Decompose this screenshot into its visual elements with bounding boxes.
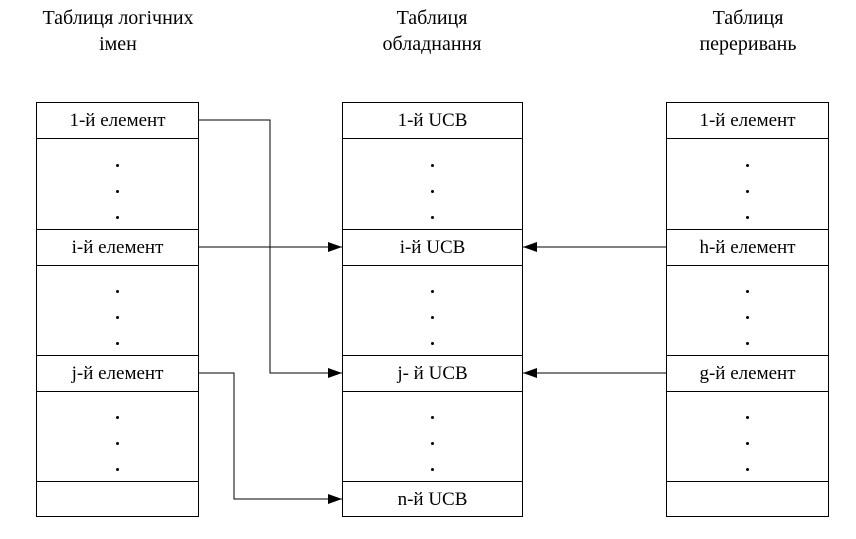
ucb-row-i: i-й UCB [343, 230, 522, 266]
interrupts-gap-1 [667, 139, 828, 230]
arrow-logical-j-to-ucb-n [199, 372, 342, 504]
hardware-gap-3 [343, 392, 522, 482]
interrupts-gap-3 [667, 392, 828, 482]
title-logical-line1: Таблиця логічних [42, 7, 194, 29]
logical-row-i: i-й елемент [37, 230, 198, 266]
ellipsis-dots [667, 416, 828, 494]
ellipsis-dots [343, 164, 522, 242]
ellipsis-dots [343, 416, 522, 494]
logical-gap-3 [37, 392, 198, 482]
interrupts-gap-2 [667, 266, 828, 356]
title-interrupts-line2: переривань [699, 33, 797, 55]
hardware-gap-2 [343, 266, 522, 356]
logical-gap-2 [37, 266, 198, 356]
interrupt-row-g: g-й елемент [667, 356, 828, 392]
logical-row-1: 1-й елемент [37, 103, 198, 139]
logical-row-j: j-й елемент [37, 356, 198, 392]
title-hardware: Таблиця обладнання [302, 5, 562, 57]
title-interrupts: Таблиця переривань [618, 5, 856, 57]
interrupts-table: 1-й елемент h-й елемент g-й елемент [666, 102, 829, 517]
logical-names-table: 1-й елемент i-й елемент j-й елемент [36, 102, 199, 517]
ellipsis-dots [37, 290, 198, 368]
hardware-gap-1 [343, 139, 522, 230]
title-hardware-line2: обладнання [382, 33, 482, 55]
ellipsis-dots [667, 290, 828, 368]
ellipsis-dots [37, 164, 198, 242]
logical-gap-1 [37, 139, 198, 230]
ucb-row-1: 1-й UCB [343, 103, 522, 139]
interrupt-row-1: 1-й елемент [667, 103, 828, 139]
ellipsis-dots [343, 290, 522, 368]
title-interrupts-line1: Таблиця [712, 7, 784, 29]
title-hardware-line1: Таблиця [396, 7, 468, 29]
title-logical-line2: імен [99, 33, 137, 55]
ucb-row-n: n-й UCB [397, 489, 468, 510]
hardware-table: 1-й UCB i-й UCB j- й UCB n-й UCB [342, 102, 523, 517]
ellipsis-dots [37, 416, 198, 494]
interrupt-row-h: h-й елемент [667, 230, 828, 266]
ellipsis-dots [667, 164, 828, 242]
ucb-row-j: j- й UCB [343, 356, 522, 392]
title-logical-names: Таблиця логічних імен [0, 5, 248, 57]
